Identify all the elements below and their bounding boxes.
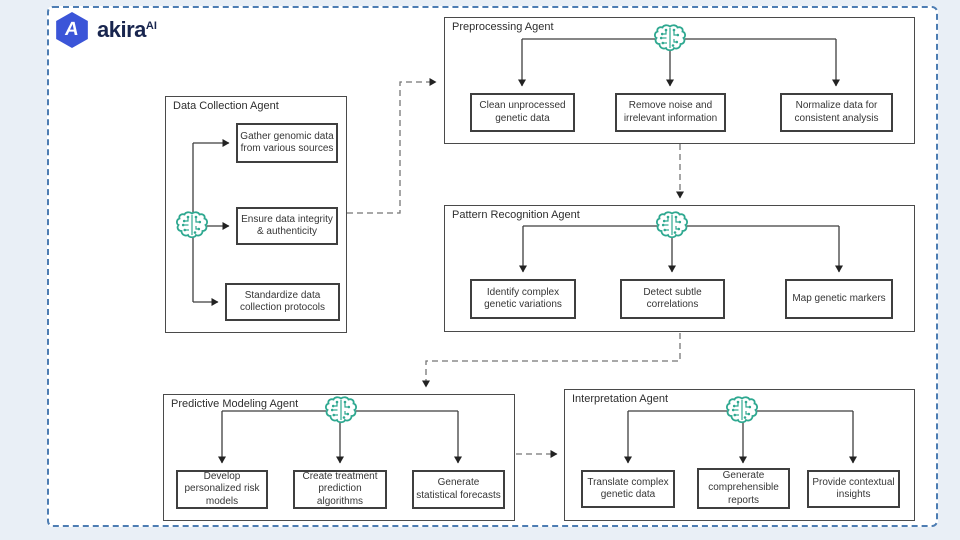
- task-box: Standardize data collection protocols: [225, 283, 340, 321]
- task-box: Gather genomic data from various sources: [236, 123, 338, 163]
- agent-title: Interpretation Agent: [572, 393, 669, 405]
- logo-wordmark: akiraAI: [97, 19, 157, 41]
- task-box: Generate statistical forecasts: [412, 470, 505, 509]
- task-box: Clean unprocessed genetic data: [470, 93, 575, 132]
- task-box: Develop personalized risk models: [176, 470, 268, 509]
- agent-title: Pattern Recognition Agent: [452, 209, 580, 221]
- ai-brain-circuit-icon: [324, 396, 358, 424]
- task-box: Translate complex genetic data: [581, 470, 675, 508]
- task-box: Create treatment prediction algorithms: [293, 470, 387, 509]
- badge-letter: A: [63, 19, 81, 40]
- agent-title: Predictive Modeling Agent: [171, 398, 299, 410]
- logo-brand-text: akira: [97, 17, 146, 42]
- task-box: Remove noise and irrelevant information: [615, 93, 726, 132]
- ai-brain-circuit-icon: [175, 211, 209, 239]
- agent-title: Data Collection Agent: [173, 100, 279, 112]
- akira-ai-logo: A akiraAI: [54, 12, 157, 48]
- ai-brain-circuit-icon: [653, 24, 687, 52]
- task-box: Normalize data for consistent analysis: [780, 93, 893, 132]
- task-box: Identify complex genetic variations: [470, 279, 576, 319]
- task-box: Provide contextual insights: [807, 470, 900, 508]
- logo-superscript: AI: [145, 20, 157, 32]
- ai-brain-circuit-icon: [655, 211, 689, 239]
- agent-title: Preprocessing Agent: [452, 21, 554, 33]
- task-box: Detect subtle correlations: [620, 279, 725, 319]
- task-box: Generate comprehensible reports: [697, 468, 790, 509]
- ai-brain-circuit-icon: [725, 396, 759, 424]
- task-box: Map genetic markers: [785, 279, 893, 319]
- hexagon-a-badge-icon: A: [56, 12, 88, 48]
- task-box: Ensure data integrity & authenticity: [236, 207, 338, 245]
